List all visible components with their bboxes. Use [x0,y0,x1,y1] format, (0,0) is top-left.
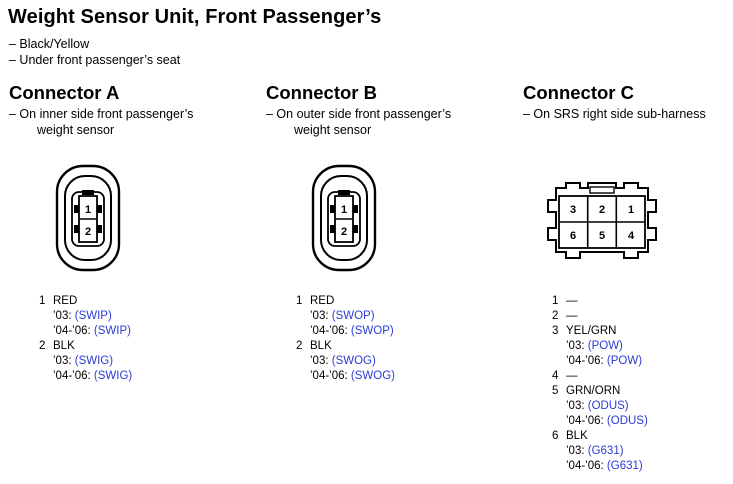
circuit-code: (SWIP) [74,310,112,322]
pin-number: 5 [552,385,559,397]
circuit-code: (SWIG) [93,370,133,382]
pin-entry: 2 BLK ’03: (SWOG) ’04-’06: (SWOG) [296,339,395,384]
connector-c-title: Connector C [523,82,634,103]
connector-b-location-line1: – On outer side front passenger’s [266,107,452,121]
connector-a-location: – On inner side front passenger’s weight… [9,106,229,138]
unit-location: – Under front passenger’s seat [9,53,181,67]
circuit-code: (SWOP) [350,325,394,337]
wire-color: GRN/ORN [566,385,621,397]
connector-c-location-line1: – On SRS right side sub-harness [523,107,706,121]
circuit-code: (ODUS) [606,415,648,427]
wire-color: — [566,295,578,307]
pin-entry: 1 RED ’03: (SWOP) ’04-’06: (SWOP) [296,294,395,339]
wire-color: BLK [310,340,332,352]
pin-number: 4 [552,370,559,382]
wire-color: BLK [53,340,75,352]
wire-color: — [566,310,578,322]
connector-a-diagram: 1 2 [54,162,122,279]
connector-a-pin-label: 2 [85,226,91,238]
connector-c-pin-label: 1 [628,204,634,216]
pin-number: 3 [552,325,559,337]
circuit-code: (SWIG) [74,355,114,367]
pin-number: 6 [552,430,559,442]
year-label: ’04-’06: [310,370,348,382]
wire-color: RED [53,295,78,307]
pin-number: 1 [39,295,46,307]
connector-b-pin-label: 2 [341,226,347,238]
pin-entry: 2 BLK ’03: (SWIG) ’04-’06: (SWIG) [39,339,132,384]
pin-entry: 2— [552,309,648,324]
pin-entry: 5 GRN/ORN ’03: (ODUS) ’04-’06: (ODUS) [552,384,648,429]
year-label: ’04-’06: [566,415,604,427]
circuit-code: (SWOG) [350,370,395,382]
circuit-code: (G631) [587,445,624,457]
connector-b-title: Connector B [266,82,377,103]
circuit-code: (SWOG) [331,355,376,367]
year-label: ’03: [310,355,329,367]
pin-entry: 1 RED ’03: (SWIP) ’04-’06: (SWIP) [39,294,132,339]
circuit-code: (SWIP) [93,325,131,337]
connector-b-location-line2: weight sensor [294,123,372,137]
year-label: ’03: [310,310,329,322]
pin-number: 1 [296,295,303,307]
connector-a-title: Connector A [9,82,120,103]
connector-c-pin-label: 5 [599,230,605,242]
connector-b-pin-label: 1 [341,204,347,216]
connector-c-location: – On SRS right side sub-harness [523,106,728,122]
connector-color: – Black/Yellow [9,37,90,51]
connector-a-location-line1: – On inner side front passenger’s [9,107,194,121]
year-label: ’04-’06: [53,370,91,382]
year-label: ’03: [566,445,585,457]
year-label: ’04-’06: [310,325,348,337]
connector-c-pin-label: 2 [599,204,605,216]
year-label: ’03: [566,340,585,352]
circuit-code: (POW) [606,355,643,367]
wire-color: — [566,370,578,382]
page-title: Weight Sensor Unit, Front Passenger’s [8,6,382,28]
connector-c-pin-label: 6 [570,230,576,242]
circuit-code: (ODUS) [587,400,629,412]
pin-number: 2 [552,310,559,322]
connector-c-diagram: 3 2 1 6 5 4 [542,180,662,267]
connector-b-location: – On outer side front passenger’s weight… [266,106,486,138]
circuit-code: (SWOP) [331,310,375,322]
year-label: ’04-’06: [566,460,604,472]
connector-c-pin-label: 4 [628,230,635,242]
connector-a-location-line2: weight sensor [37,123,115,137]
circuit-code: (POW) [587,340,623,352]
connector-c-pin-label: 3 [570,204,576,216]
connector-b-pinout: 1 RED ’03: (SWOP) ’04-’06: (SWOP) 2 BLK ’0… [296,294,395,384]
pin-number: 2 [39,340,46,352]
pin-number: 2 [296,340,303,352]
pin-entry: 6 BLK ’03: (G631) ’04-’06: (G631) [552,429,648,474]
pin-number: 1 [552,295,559,307]
year-label: ’03: [53,310,72,322]
connector-b-diagram: 1 2 [310,162,378,279]
pin-entry: 1— [552,294,648,309]
connector-a-pin-label: 1 [85,204,91,216]
pin-entry: 4— [552,369,648,384]
wire-color: BLK [566,430,588,442]
pin-entry: 3 YEL/GRN ’03: (POW) ’04-’06: (POW) [552,324,648,369]
wire-color: RED [310,295,335,307]
year-label: ’03: [53,355,72,367]
year-label: ’04-’06: [566,355,604,367]
connector-a-pinout: 1 RED ’03: (SWIP) ’04-’06: (SWIP) 2 BLK ’0… [39,294,132,384]
year-label: ’04-’06: [53,325,91,337]
wire-color: YEL/GRN [566,325,617,337]
year-label: ’03: [566,400,585,412]
circuit-code: (G631) [606,460,643,472]
